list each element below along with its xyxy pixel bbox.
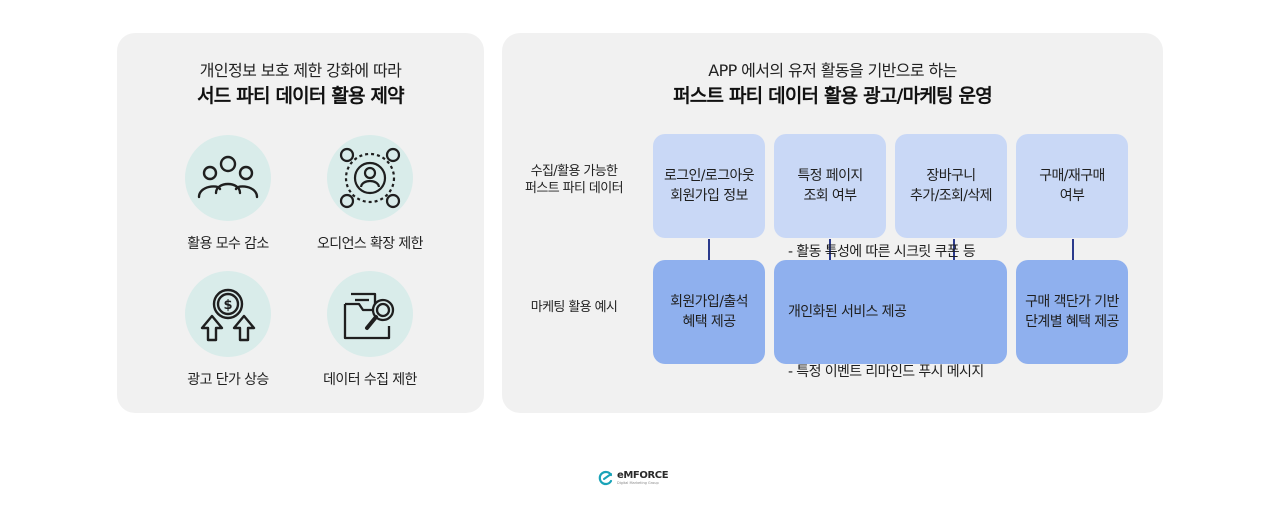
- row-label-marketing-examples: 마케팅 활용 예시: [530, 300, 618, 315]
- row-label-line: 수집/활용 가능한: [530, 164, 618, 179]
- icon-cell-audience-expansion: 오디언스 확장 제한: [295, 135, 445, 253]
- emforce-logo: eMFORCE Digital Marketing Group: [598, 470, 669, 486]
- emforce-logo-icon: [598, 470, 613, 486]
- left-subtitle: 개인정보 보호 제한 강화에 따라: [199, 61, 402, 80]
- box-text: 단계별 혜택 제공: [1025, 314, 1119, 330]
- arrow-down-icon: [704, 239, 714, 268]
- example-box-personalization: - 활동 특성에 따른 시크릿 쿠폰 등 개인화된 서비스 제공 - 특정 이벤…: [774, 244, 1007, 380]
- box-text: 로그인/로그아웃: [663, 168, 755, 184]
- svg-text:$: $: [223, 298, 232, 313]
- row-label-first-party-data: 수집/활용 가능한 퍼스트 파티 데이터: [504, 163, 644, 197]
- icon-cell-ad-cost: $ 광고 단가 상승: [153, 271, 303, 389]
- icon-label: 오디언스 확장 제한: [317, 236, 424, 252]
- right-subtitle: APP 에서의 유저 활동을 기반으로 하는: [708, 61, 957, 80]
- box-text: 회원가입 정보: [670, 188, 748, 204]
- logo-tagline: Digital Marketing Group: [617, 481, 659, 485]
- box-text: 혜택 제공: [682, 314, 737, 330]
- box-text: 추가/조회/삭제: [910, 188, 993, 204]
- box-text: - 활동 특성에 따른 시크릿 쿠폰 등: [788, 244, 976, 260]
- icon-label: 데이터 수집 제한: [323, 372, 417, 388]
- coin-arrows-up-icon: $: [185, 271, 271, 357]
- icon-cell-audience-decrease: 활용 모수 감소: [153, 135, 303, 253]
- left-panel: 개인정보 보호 제한 강화에 따라 서드 파티 데이터 활용 제약 활용 모수 …: [117, 33, 484, 413]
- box-text: 구매 객단가 기반: [1025, 294, 1119, 310]
- box-text: 조회 여부: [803, 188, 858, 204]
- box-text: 장바구니: [926, 168, 976, 184]
- right-panel: APP 에서의 유저 활동을 기반으로 하는 퍼스트 파티 데이터 활용 광고/…: [502, 33, 1163, 413]
- people-group-icon: [185, 135, 271, 221]
- box-text: 특정 페이지: [797, 168, 863, 184]
- right-title: 퍼스트 파티 데이터 활용 광고/마케팅 운영: [673, 85, 993, 107]
- icon-cell-data-collection: 데이터 수집 제한: [295, 271, 445, 389]
- logo-text: eMFORCE: [617, 470, 669, 481]
- box-text: 구매/재구매: [1039, 168, 1105, 184]
- box-text: - 특정 이벤트 리마인드 푸시 메시지: [788, 364, 984, 380]
- box-text: 회원가입/출석: [670, 294, 748, 310]
- left-title: 서드 파티 데이터 활용 제약: [197, 85, 405, 107]
- row-label-line: 퍼스트 파티 데이터: [525, 181, 624, 196]
- arrow-down-icon: [1068, 239, 1078, 268]
- icon-label: 활용 모수 감소: [187, 236, 269, 252]
- audience-network-icon: [327, 135, 413, 221]
- box-text: 여부: [1059, 188, 1085, 204]
- box-text: 개인화된 서비스 제공: [788, 304, 907, 320]
- icon-label: 광고 단가 상승: [187, 372, 269, 388]
- folder-search-icon: [327, 271, 413, 357]
